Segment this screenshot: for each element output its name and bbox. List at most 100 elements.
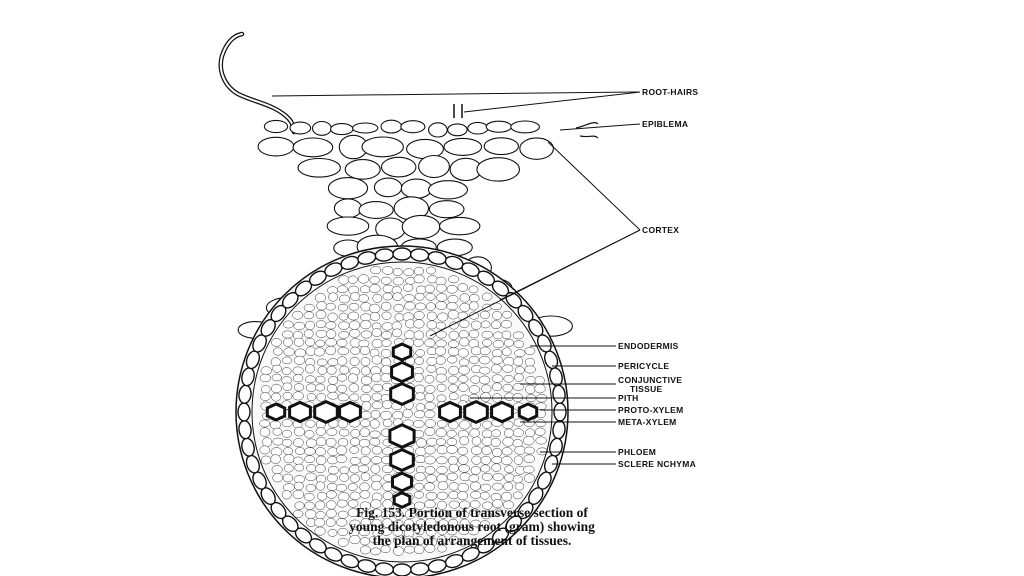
cortex-cell bbox=[311, 120, 332, 136]
cortex-cell bbox=[443, 137, 483, 156]
conjunctive-cell bbox=[380, 410, 392, 420]
conjunctive-cell bbox=[259, 445, 271, 455]
conjunctive-cell bbox=[458, 538, 468, 547]
conjunctive-cell bbox=[325, 329, 337, 339]
endodermis-cell bbox=[237, 402, 251, 422]
conjunctive-cell bbox=[305, 438, 317, 448]
conjunctive-cell bbox=[459, 435, 469, 446]
conjunctive-cell bbox=[338, 312, 349, 321]
label-conjunctive: CONJUNCTIVE bbox=[618, 375, 682, 385]
conjunctive-cell bbox=[512, 475, 523, 484]
xylem-vessel bbox=[389, 447, 415, 473]
conjunctive-cell bbox=[336, 499, 348, 508]
conjunctive-cell bbox=[335, 483, 348, 492]
conjunctive-cell bbox=[259, 373, 271, 383]
conjunctive-cell bbox=[446, 302, 458, 311]
conjunctive-cell bbox=[337, 438, 349, 447]
conjunctive-cell bbox=[371, 480, 382, 491]
conjunctive-cell bbox=[371, 401, 383, 410]
conjunctive-cell bbox=[369, 303, 381, 314]
conjunctive-cell bbox=[326, 428, 338, 436]
conjunctive-cell bbox=[425, 474, 438, 483]
conjunctive-cell bbox=[271, 383, 282, 394]
conjunctive-cell bbox=[337, 384, 348, 394]
conjunctive-cell bbox=[414, 384, 426, 394]
conjunctive-cell bbox=[371, 445, 383, 455]
conjunctive-cell bbox=[371, 519, 382, 528]
conjunctive-cell bbox=[349, 535, 361, 545]
conjunctive-cell bbox=[392, 277, 405, 286]
conjunctive-cell bbox=[283, 320, 294, 329]
conjunctive-cell bbox=[360, 393, 371, 403]
conjunctive-cell bbox=[501, 491, 513, 502]
conjunctive-cell bbox=[436, 456, 448, 465]
conjunctive-cell bbox=[502, 364, 514, 373]
conjunctive-cell bbox=[370, 456, 383, 464]
xylem-arms bbox=[265, 342, 539, 509]
conjunctive-cell bbox=[436, 293, 448, 302]
cortex-cell bbox=[428, 122, 448, 138]
conjunctive-cell bbox=[468, 385, 481, 394]
conjunctive-cell bbox=[259, 427, 271, 437]
conjunctive-cell bbox=[512, 331, 524, 340]
conjunctive-cell bbox=[282, 356, 292, 365]
conjunctive-cell bbox=[370, 464, 381, 474]
conjunctive-cell bbox=[446, 527, 458, 536]
conjunctive-cell bbox=[394, 313, 405, 322]
conjunctive-cell bbox=[479, 366, 491, 375]
conjunctive-cell bbox=[392, 527, 403, 537]
conjunctive-cell bbox=[436, 283, 447, 293]
cortex-cell bbox=[485, 120, 512, 133]
label-pericycle: PERICYCLE bbox=[618, 361, 669, 371]
conjunctive-cell bbox=[260, 385, 271, 394]
conjunctive-cell bbox=[359, 482, 370, 492]
conjunctive-cell bbox=[424, 374, 435, 384]
conjunctive-cell bbox=[272, 427, 283, 436]
conjunctive-cell bbox=[470, 490, 482, 499]
conjunctive-cell bbox=[369, 535, 381, 544]
conjunctive-cell bbox=[436, 535, 448, 545]
xylem-vessel bbox=[388, 423, 416, 449]
conjunctive-cell bbox=[468, 329, 480, 339]
cortex-cell bbox=[510, 120, 540, 134]
conjunctive-cell bbox=[492, 339, 504, 349]
conjunctive-cell bbox=[523, 473, 535, 483]
conjunctive-cell bbox=[470, 320, 482, 330]
conjunctive-cell bbox=[402, 409, 413, 418]
conjunctive-cell bbox=[469, 508, 481, 517]
conjunctive-cell bbox=[513, 340, 525, 348]
conjunctive-cell bbox=[448, 384, 458, 393]
conjunctive-cell bbox=[316, 358, 328, 367]
conjunctive-cell bbox=[502, 347, 512, 357]
conjunctive-cell bbox=[471, 455, 482, 465]
conjunctive-cell bbox=[381, 527, 392, 536]
conjunctive-cell bbox=[349, 328, 361, 338]
conjunctive-cell bbox=[283, 483, 295, 492]
endodermis-cell bbox=[553, 402, 567, 422]
conjunctive-cell bbox=[327, 456, 338, 465]
conjunctive-cell bbox=[502, 383, 513, 393]
conjunctive-cell bbox=[271, 373, 282, 382]
cortex-cell bbox=[467, 121, 489, 135]
conjunctive-cell bbox=[424, 284, 435, 294]
xylem-vessel bbox=[463, 399, 489, 425]
conjunctive-cell bbox=[281, 490, 292, 500]
conjunctive-cell bbox=[449, 321, 459, 330]
conjunctive-cell bbox=[339, 466, 350, 475]
conjunctive-cell bbox=[272, 473, 283, 483]
conjunctive-cell bbox=[348, 303, 360, 311]
conjunctive-cell bbox=[282, 429, 292, 438]
conjunctive-cell bbox=[502, 437, 514, 447]
conjunctive-cell bbox=[360, 518, 372, 527]
conjunctive-cell bbox=[514, 482, 525, 491]
conjunctive-cell bbox=[435, 321, 446, 330]
conjunctive-cell bbox=[425, 329, 436, 339]
conjunctive-cell bbox=[349, 393, 360, 402]
conjunctive-cell bbox=[413, 338, 424, 347]
conjunctive-cell bbox=[501, 456, 513, 466]
conjunctive-cell bbox=[468, 285, 479, 294]
conjunctive-cell bbox=[337, 347, 350, 356]
conjunctive-cell bbox=[283, 464, 294, 473]
conjunctive-cell bbox=[293, 383, 305, 392]
cortex-cell bbox=[519, 137, 554, 160]
